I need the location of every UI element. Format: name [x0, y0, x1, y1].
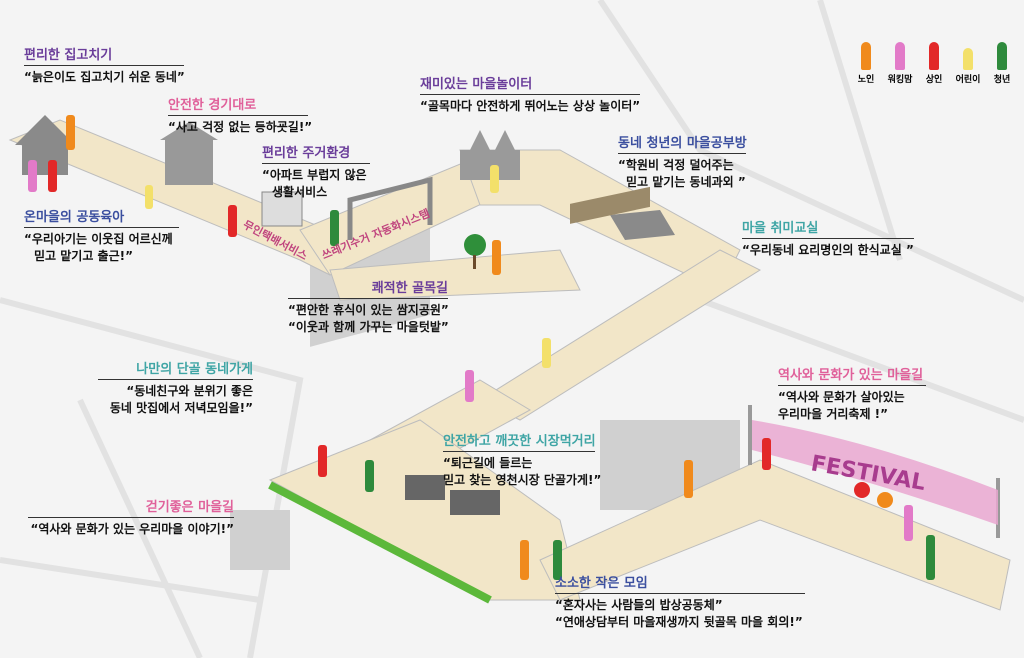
- festival-banner: [748, 405, 1000, 538]
- senior-icon: [861, 42, 871, 70]
- section-title: 재미있는 마을놀이터: [420, 73, 640, 95]
- section-title: 동네 청년의 마을공부방: [618, 132, 747, 154]
- section-title: 안전하고 깨끗한 시장먹거리: [443, 430, 596, 452]
- merchant-icon: [929, 42, 939, 70]
- section-quote: “우리아기는 이웃집 어르신께: [24, 232, 173, 246]
- garbage-collector-icon: [347, 176, 433, 240]
- section-quote: “퇴근길에 들르는: [443, 456, 533, 470]
- section-title: 마을 취미교실: [742, 217, 914, 239]
- section-title: 소소한 작은 모임: [555, 572, 805, 594]
- child-icon: [963, 48, 973, 70]
- section-hobby-class: 마을 취미교실 “우리동네 요리명인의 한식교실 ”: [742, 217, 914, 259]
- section-walking-street: 걷기좋은 마을길 “역사와 문화가 있는 우리마을 이야기!”: [28, 496, 234, 538]
- section-quote: “학원비 걱정 덜어주는: [618, 158, 734, 172]
- school-building-icon: [160, 122, 218, 185]
- study-table-icon: [610, 210, 675, 240]
- section-title: 편리한 집고치기: [24, 44, 184, 66]
- garden-beds: [570, 186, 650, 224]
- section-title: 온마을의 공동육아: [24, 206, 179, 228]
- park-tree: [464, 234, 486, 269]
- legend-label: 상인: [925, 75, 943, 85]
- grass-edge: [268, 481, 492, 604]
- section-quote: “이웃과 함께 가꾸는 마을텃밭”: [288, 320, 449, 334]
- market-stalls: [405, 475, 500, 515]
- section-quote: “혼자사는 사람들의 밥상공동체”: [555, 598, 723, 612]
- section-quote: “연애상담부터 마을재생까지 뒷골목 마을 회의!”: [555, 615, 803, 629]
- section-small-gathering: 소소한 작은 모임 “혼자사는 사람들의 밥상공동체” “연애상담부터 마을재생까지…: [555, 572, 805, 631]
- section-quote: “아파트 부럽지 않은: [262, 168, 367, 182]
- section-quote: 믿고 맡기고 출근!”: [34, 249, 133, 263]
- section-quote: 생활서비스: [272, 185, 328, 199]
- legend-item-youth: 청년: [988, 42, 1016, 85]
- legend-item-merchant: 상인: [920, 42, 948, 85]
- legend-item-working-mom: 워킹맘: [886, 42, 914, 85]
- section-quote: “우리동네 요리명인의 한식교실 ”: [742, 243, 914, 257]
- persona-legend: 노인 워킹맘 상인 어린이 청년: [852, 42, 1016, 85]
- section-quote: 우리마을 거리축제 !”: [778, 407, 889, 421]
- working-mom-icon: [895, 42, 905, 70]
- section-quote: “역사와 문화가 있는 우리마을 이야기!”: [30, 522, 234, 536]
- village-path: [8, 119, 1011, 611]
- legend-label: 청년: [993, 75, 1011, 85]
- section-quote: 믿고 맡기는 동네과외 ”: [626, 175, 746, 189]
- legend-label: 어린이: [955, 75, 981, 85]
- section-title: 쾌적한 골목길: [288, 277, 448, 299]
- parcel-locker-icon: [261, 191, 303, 227]
- legend-label: 노인: [857, 75, 875, 85]
- section-quote: “골목마다 안전하게 뛰어노는 상상 놀이터”: [420, 99, 641, 113]
- section-playground: 재미있는 마을놀이터 “골목마다 안전하게 뛰어노는 상상 놀이터”: [420, 73, 640, 115]
- section-safe-road: 안전한 경기대로 “사고 걱정 없는 등하굣길!”: [168, 94, 312, 136]
- section-title: 나만의 단골 동네가게: [98, 358, 253, 380]
- section-quote: “동네친구와 분위기 좋은: [126, 384, 253, 398]
- section-alley: 쾌적한 골목길 “편안한 휴식이 있는 쌈지공원” “이웃과 함께 가꾸는 마을텃밭…: [288, 277, 449, 336]
- youth-icon: [997, 42, 1007, 70]
- section-house-repair: 편리한 집고치기 “늙은이도 집고치기 쉬운 동네”: [24, 44, 185, 86]
- legend-label: 워킹맘: [887, 75, 913, 85]
- castle-icon: [460, 130, 520, 180]
- people-figures: [28, 115, 935, 580]
- section-title: 걷기좋은 마을길: [28, 496, 234, 518]
- legend-item-senior: 노인: [852, 42, 880, 85]
- section-quote: “편안한 휴식이 있는 쌈지공원”: [288, 303, 449, 317]
- section-title: 역사와 문화가 있는 마을길: [778, 364, 926, 386]
- section-quote: “사고 걱정 없는 등하굣길!”: [168, 120, 313, 134]
- section-title: 편리한 주거환경: [262, 142, 370, 164]
- house-icon: [15, 115, 75, 175]
- section-title: 안전한 경기대로: [168, 94, 308, 116]
- section-quote: 동네 맛집에서 저녁모임을!”: [109, 401, 253, 415]
- legend-item-child: 어린이: [954, 42, 982, 85]
- section-quote: “늙은이도 집고치기 쉬운 동네”: [24, 70, 185, 84]
- section-quote: “역사와 문화가 살아있는: [778, 390, 905, 404]
- section-quote: 믿고 찾는 영천시장 단골가게!”: [443, 473, 602, 487]
